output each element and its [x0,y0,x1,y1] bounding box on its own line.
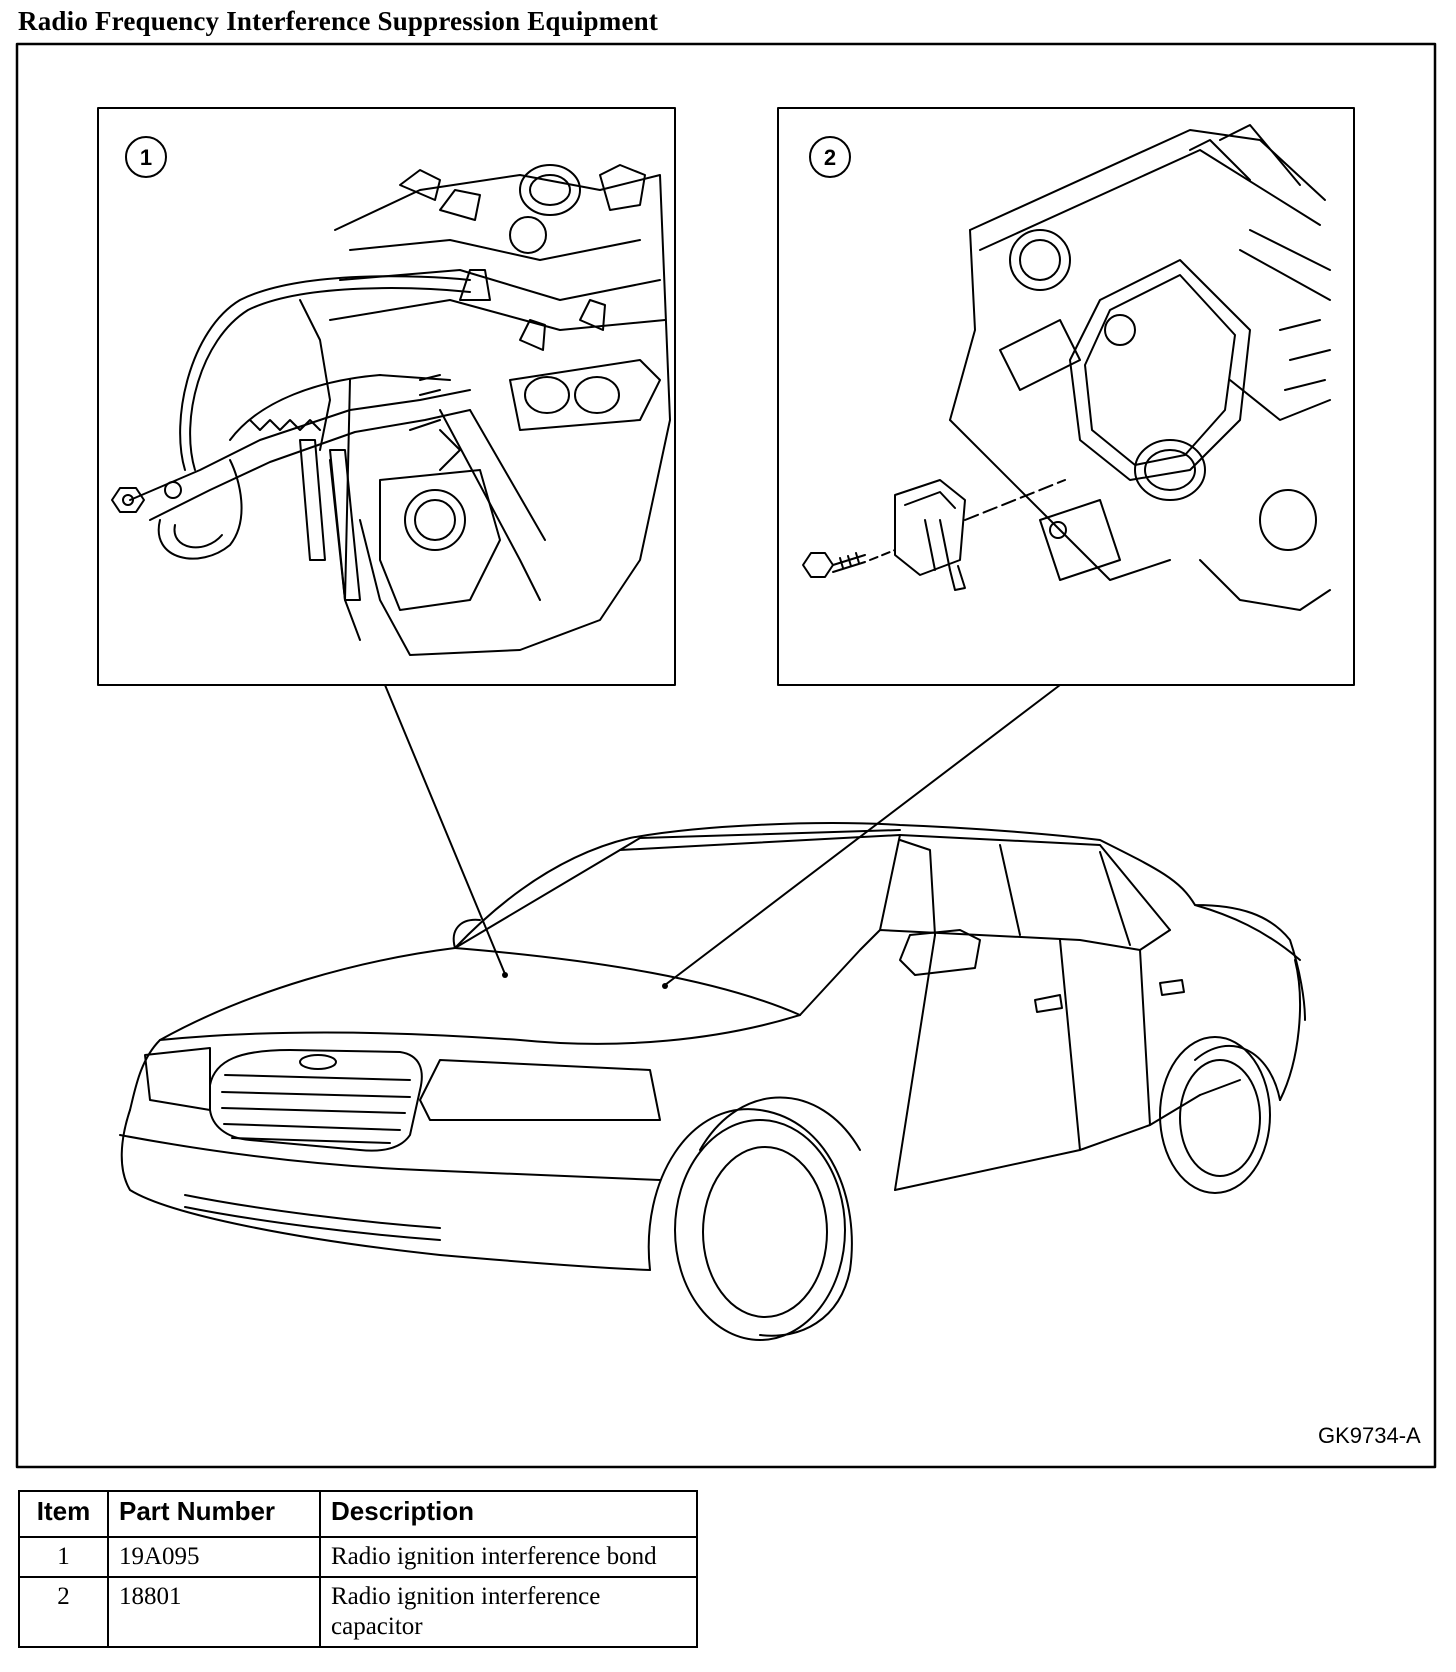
leader-line-2 [664,684,1061,986]
inset-2-engine-capacitor: 2 [777,107,1355,686]
table-row: 1 19A095 Radio ignition interference bon… [18,1536,698,1578]
cell-description: Radio ignition interference capacitor [319,1576,698,1648]
cell-item: 2 [18,1576,109,1648]
page-title: Radio Frequency Interference Suppression… [18,6,659,36]
table-row: 2 18801 Radio ignition interference capa… [18,1576,698,1648]
callout-2-label: 2 [824,145,836,170]
figure-code: GK9734-A [1318,1423,1421,1448]
figure-frame [15,42,1437,1469]
parts-table: Item Part Number Description 1 19A095 Ra… [18,1490,698,1648]
leader-dot-1 [502,972,508,978]
cell-part-number: 18801 [107,1576,321,1648]
sedan-outline [119,822,1306,1341]
callout-2-circle [809,136,851,178]
col-header-item: Item [18,1490,109,1538]
inset-1-engine-bond-strap: 1 [97,107,676,686]
callout-1-label: 1 [140,145,152,170]
illustration: 1 [15,42,1437,1469]
leader-line-1 [384,684,506,975]
leader-dot-2 [662,983,668,989]
callout-1-circle [125,136,167,178]
table-header-row: Item Part Number Description [18,1490,698,1538]
cell-part-number: 19A095 [107,1536,321,1578]
cell-description: Radio ignition interference bond [319,1536,698,1578]
cell-item: 1 [18,1536,109,1578]
col-header-part-number: Part Number [107,1490,321,1538]
col-header-description: Description [319,1490,698,1538]
